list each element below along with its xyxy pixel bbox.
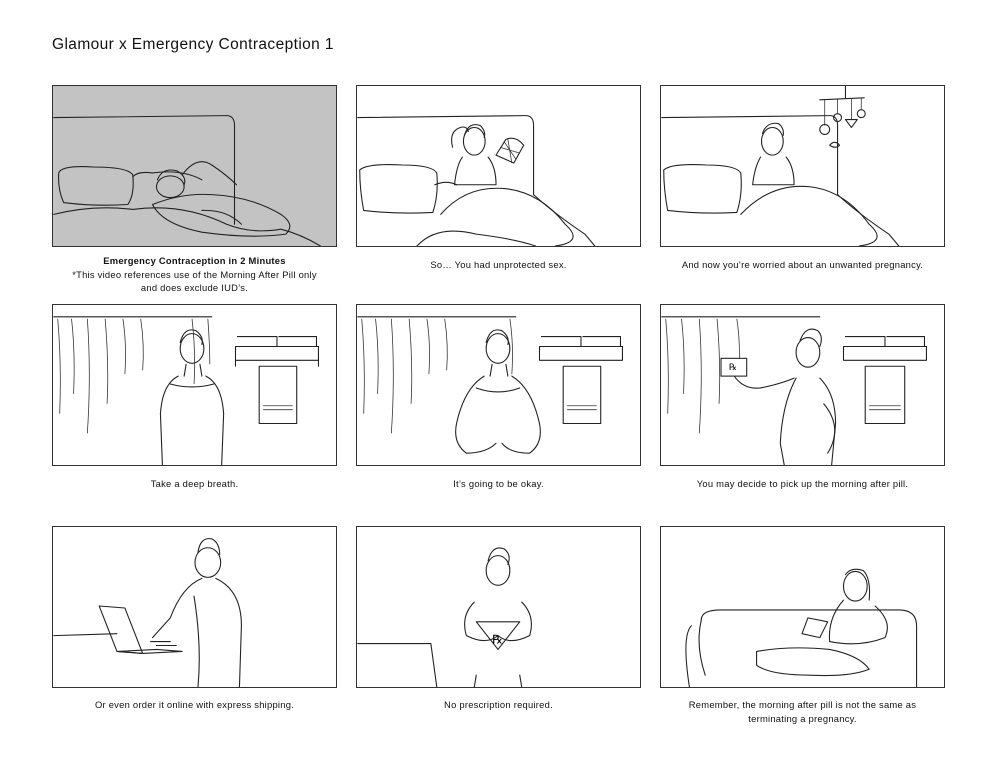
panel-9-sofa-reading [660,526,945,688]
panel-3-caption: And now you’re worried about an unwanted… [660,258,945,272]
panel-1-caption: Emergency Contraception in 2 Minutes *Th… [52,254,337,295]
panel-8-no-prescription: ℞ [356,526,641,688]
caption-line: It’s going to be okay. [453,478,544,489]
panel-5-caption: It’s going to be okay. [356,477,641,491]
woman-using-laptop-illustration [53,538,242,687]
panel-5-bathroom-okay [356,304,641,466]
caption-line: terminating a pregnancy. [748,712,857,724]
sleeping-woman-illustration [53,115,321,246]
caption-line: And now you’re worried about an unwanted… [681,259,924,270]
panel-7-laptop-order [52,526,337,688]
caption-line: Or even order it online with express shi… [94,699,295,710]
woman-smiling-illustration [357,316,623,454]
panel-4-caption: Take a deep breath. [52,477,337,491]
worried-woman-in-bed-illustration [661,86,900,246]
caption-line: So… You had unprotected sex. [430,259,567,270]
caption-line: No prescription required. [444,699,553,710]
woman-holding-pill-illustration: ℞ [357,547,532,687]
rx-symbol: ℞ [492,633,503,647]
caption-line: *This video references use of the Mornin… [72,268,317,280]
panel-2-bed-condom-wrapper [356,85,641,247]
caption-line: and does exclude IUD’s. [140,282,249,293]
panel-6-caption: You may decide to pick up the morning af… [660,477,945,491]
caption-title: Emergency Contraception in 2 Minutes [103,255,286,266]
panel-4-bathroom-breath [52,304,337,466]
panel-9-caption: Remember, the morning after pill is not … [660,698,945,725]
panel-7-caption: Or even order it online with express shi… [52,698,337,712]
panel-3-bed-mobile [660,85,945,247]
caption-line: Take a deep breath. [150,478,239,489]
panel-6-bathroom-pill: ℞ [660,304,945,466]
panel-8-caption: No prescription required. [356,698,641,712]
woman-deep-breath-illustration [53,316,319,465]
rx-symbol: ℞ [729,362,737,372]
caption-line: You may decide to pick up the morning af… [696,478,909,489]
document-title: Glamour x Emergency Contraception 1 [52,36,334,53]
woman-holding-pill-box-illustration: ℞ [661,316,927,465]
panel-2-caption: So… You had unprotected sex. [356,258,641,272]
panel-1-bed-sleeping [52,85,337,247]
caption-line: Remember, the morning after pill is not … [688,699,917,710]
woman-in-bed-illustration [357,115,596,246]
woman-reading-on-sofa-illustration [685,568,918,687]
